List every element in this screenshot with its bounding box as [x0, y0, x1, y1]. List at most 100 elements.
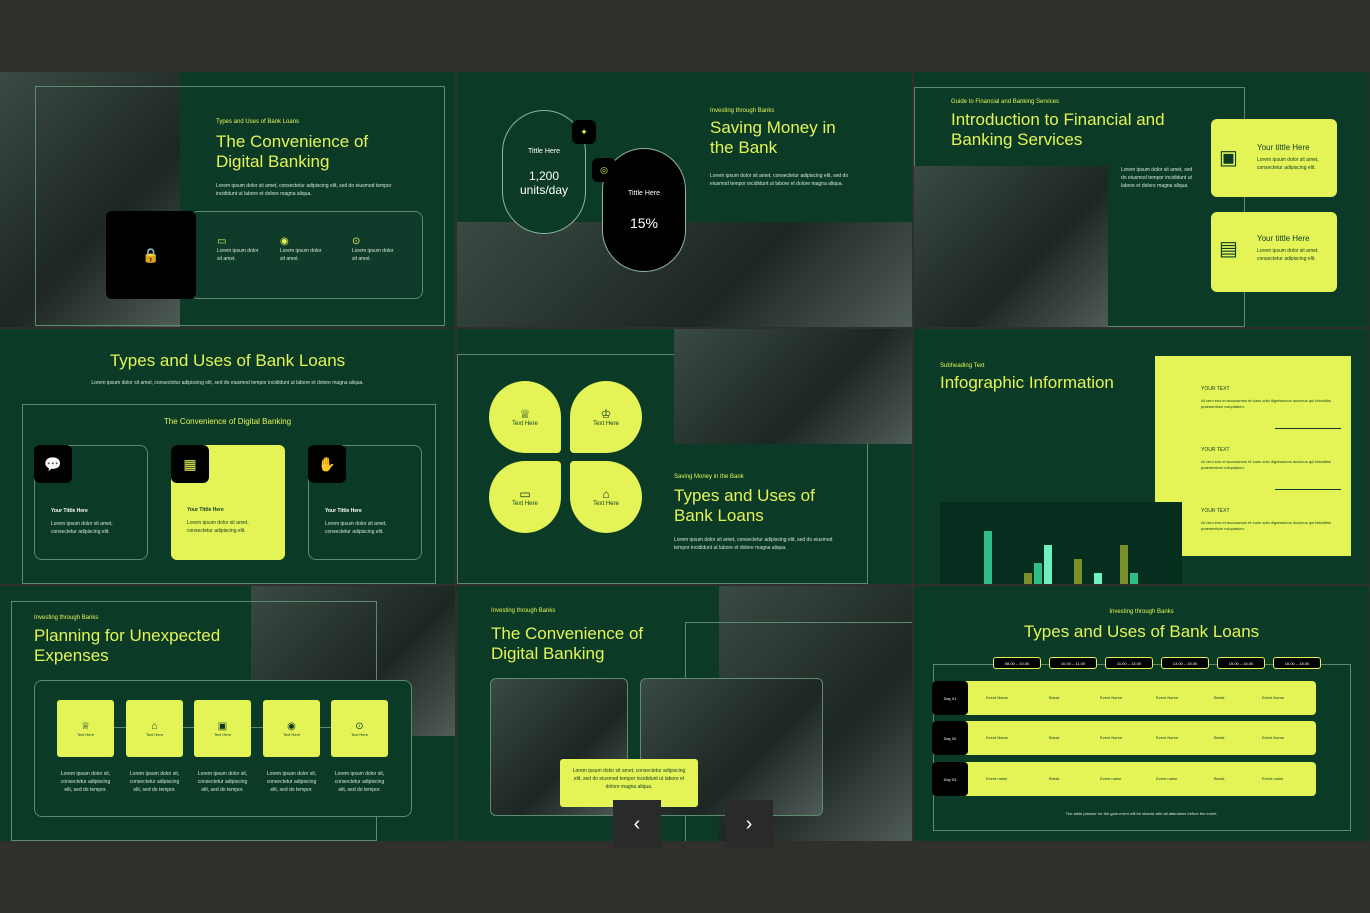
team-meeting-photo [674, 329, 912, 444]
stat-label: Tittle Here [527, 147, 561, 155]
event-cell: Event Name [1100, 695, 1123, 700]
card-title: Your Tittle Here [51, 508, 88, 514]
step-body: Lorem ipsum dolor sit, consectetur adipi… [197, 771, 248, 793]
coin-icon: ◎ [592, 158, 616, 182]
frame-line [457, 354, 868, 584]
coin-icon: ⊙ [355, 720, 364, 732]
box-icon: ▣ [217, 720, 228, 732]
feature-2: ◉ Lorem ipsum dolor sit amet. [280, 236, 325, 263]
slide-title: Saving Money in the Bank [710, 118, 836, 158]
event-cell: Event Name [986, 735, 1009, 740]
eyebrow: Guide to Financial and Banking Services [951, 99, 1060, 105]
card-title: Your tittle Here [1257, 234, 1310, 243]
day-label: Day 02 [932, 721, 968, 755]
slide-2[interactable]: Tittle Here 1,200 units/day Tittle Here … [457, 72, 912, 327]
subtitle: The Convenience of Digital Banking [163, 417, 292, 426]
card-title: Your Tittle Here [325, 508, 362, 514]
stat-value: 1,200 units/day [519, 168, 569, 197]
event-cell: Break [1214, 695, 1225, 700]
step-2: ⌂Text Here [126, 700, 183, 757]
money-icon: ▦ [171, 445, 209, 483]
info-item-3: YOUR TEXT At vero eos et accusamus et iu… [1201, 508, 1341, 533]
slide-body: Lorem ipsum dolor sit amet, consectetur … [674, 537, 833, 551]
event-cell: Break [1049, 776, 1060, 781]
card-body: Lorem ipsum dolor sit amet, consectetur … [1257, 248, 1319, 262]
item-body: At vero eos et accusamus et iusto odio d… [1201, 398, 1331, 410]
bar [1074, 559, 1082, 584]
step-5: ⊙Text Here [331, 700, 388, 757]
leaf-3: ▭Text Here [489, 461, 561, 533]
schedule-row-2: Day 02 Event Name Break Event Name Event… [932, 721, 1316, 755]
bar [984, 531, 992, 584]
step-label: Text Here [350, 731, 369, 737]
slide-7[interactable]: Investing through Banks Planning for Une… [0, 586, 455, 841]
slide-5[interactable]: ♕Text Here ♔Text Here ▭Text Here ⌂Text H… [457, 329, 912, 584]
bar [1034, 563, 1042, 584]
step-body: Lorem ipsum dolor sit, consectetur adipi… [334, 771, 385, 793]
step-body: Lorem ipsum dolor sit, consectetur adipi… [266, 771, 317, 793]
event-cell: Break [1214, 776, 1225, 781]
step-3: ▣Text Here [194, 700, 251, 757]
leaf-label: Text Here [593, 501, 619, 507]
divider [1275, 489, 1341, 490]
time-slot: 10.00 – 11.00 [1049, 657, 1097, 669]
prev-button[interactable]: ‹ [613, 800, 661, 848]
bar [1120, 545, 1128, 584]
card-body: Lorem ipsum dolor sit amet, consectetur … [187, 520, 249, 534]
event-cell: Break [1049, 695, 1060, 700]
event-cell: Break [1049, 735, 1060, 740]
item-label: YOUR TEXT [1201, 508, 1230, 514]
step-body: Lorem ipsum dolor sit, consectetur adipi… [60, 771, 111, 793]
slide-body: Lorem ipsum dolor sit amet, sed do eiusm… [1121, 167, 1193, 189]
time-slot: 13.00 – 15.00 [1161, 657, 1209, 669]
bar-chart [940, 502, 1182, 584]
lock-dollar-icon: 🔒 [106, 211, 196, 299]
stat-value: 15% [629, 214, 659, 231]
bar [1094, 573, 1102, 584]
time-slot: 11.00 – 13.00 [1105, 657, 1153, 669]
callout-box: Lorem ipsum dolor sit amet, consectetur … [560, 759, 698, 807]
service-card-2: ▤ Your tittle Here Lorem ipsum dolor sit… [1211, 212, 1337, 292]
chat-icon: 💬 [34, 445, 72, 483]
chevron-right-icon: › [745, 812, 753, 835]
chart-plot-area [962, 518, 1158, 584]
item-body: At vero eos et accusamus et iusto odio d… [1201, 520, 1331, 532]
info-item-1: YOUR TEXT At vero eos et accusamus et iu… [1201, 386, 1341, 411]
slide-title: Types and Uses of Bank Loans [109, 351, 346, 370]
next-button[interactable]: › [725, 800, 773, 848]
info-item-2: YOUR TEXT At vero eos et accusamus et iu… [1201, 447, 1341, 472]
time-header: 08.00 – 10.00 10.00 – 11.00 11.00 – 13.0… [993, 657, 1343, 671]
leaf-label: Text Here [512, 421, 538, 427]
stat-pill-2: Tittle Here 15% [602, 148, 686, 272]
slide-8[interactable]: Investing through Banks The Convenience … [457, 586, 912, 841]
info-panel: YOUR TEXT At vero eos et accusamus et iu… [1155, 356, 1351, 556]
event-cell: Event name [1156, 776, 1178, 781]
day-label: Day 03 [932, 762, 968, 796]
growth-icon: ♔ [600, 407, 612, 421]
step-label: Text Here [282, 731, 301, 737]
event-cell: Event Name [986, 695, 1009, 700]
step-label: Text Here [145, 731, 164, 737]
slide-4[interactable]: Types and Uses of Bank Loans Lorem ipsum… [0, 329, 455, 584]
slide-body: Lorem ipsum dolor sit amet, consectetur … [91, 380, 364, 386]
handshake-icon: ✦ [572, 120, 596, 144]
loan-card-1: Your Tittle Here Lorem ipsum dolor sit a… [34, 445, 148, 560]
service-card-1: ▣ Your tittle Here Lorem ipsum dolor sit… [1211, 119, 1337, 197]
bank-icon: ⌂ [151, 720, 158, 732]
coin-icon: ⊙ [352, 236, 361, 247]
card-icon: ▤ [1219, 238, 1238, 260]
step-1: ♕Text Here [57, 700, 114, 757]
slide-1[interactable]: Types and Uses of Bank Loans The Conveni… [0, 72, 455, 327]
event-cell: Event Name [1262, 695, 1285, 700]
event-cell: Event name [1100, 776, 1122, 781]
bar [1044, 545, 1052, 584]
slide-title: Types and Uses of Bank Loans [674, 486, 815, 526]
leaf-2: ♔Text Here [570, 381, 642, 453]
step-label: Text Here [76, 731, 95, 737]
leaf-1: ♕Text Here [489, 381, 561, 453]
item-label: YOUR TEXT [1201, 447, 1230, 453]
slide-9[interactable]: Investing through Banks Types and Uses o… [914, 586, 1369, 841]
leaf-label: Text Here [512, 501, 538, 507]
slide-3[interactable]: Guide to Financial and Banking Services … [914, 72, 1369, 327]
slide-6[interactable]: Subheading Text Infographic Information … [914, 329, 1369, 584]
